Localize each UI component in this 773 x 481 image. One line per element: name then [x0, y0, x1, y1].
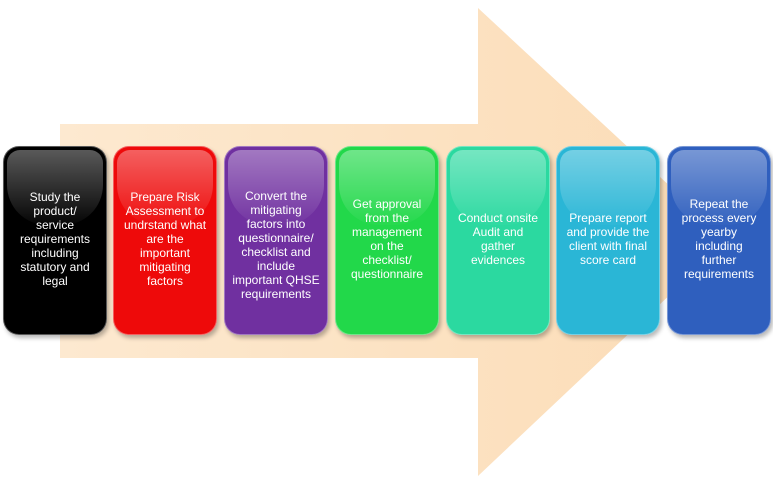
step-5-conduct-audit: Conduct onsite Audit and gather evidence… — [446, 146, 550, 335]
step-1-study-requirements: Study the product/ service requirements … — [3, 146, 107, 335]
step-1-label: Study the product/ service requirements … — [19, 189, 91, 288]
step-2-label: Prepare Risk Assessment to undrstand wha… — [123, 189, 207, 288]
step-6-prepare-report: Prepare report and provide the client wi… — [556, 146, 660, 335]
step-4-label: Get approval from the management on the … — [350, 196, 424, 281]
step-3-label: Convert the mitigating factors into ques… — [232, 189, 320, 301]
step-6-label: Prepare report and provide the client wi… — [566, 210, 650, 267]
step-4-get-approval: Get approval from the management on the … — [335, 146, 439, 335]
step-2-risk-assessment: Prepare Risk Assessment to undrstand wha… — [113, 146, 217, 335]
step-5-label: Conduct onsite Audit and gather evidence… — [457, 210, 539, 267]
step-7-repeat-process: Repeat the process every yearby includin… — [667, 146, 771, 335]
step-3-convert-factors: Convert the mitigating factors into ques… — [224, 146, 328, 335]
step-7-label: Repeat the process every yearby includin… — [681, 196, 757, 281]
